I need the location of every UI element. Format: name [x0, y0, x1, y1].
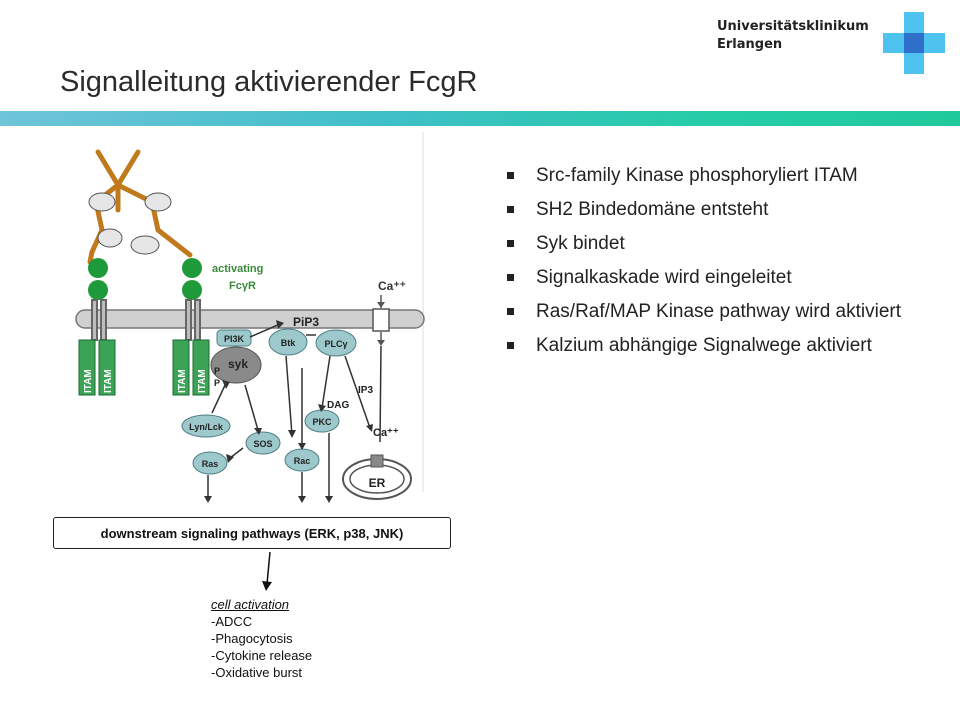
ras-node — [192, 451, 228, 475]
lynlck-label: Lyn/Lck — [189, 422, 224, 432]
bullet-item: Ras/Raf/MAP Kinase pathway wird aktivier… — [507, 299, 907, 324]
fcgr-signaling-diagram: activating FcγR ITAM ITAM ITAM ITAM Ca⁺⁺… — [75, 132, 425, 503]
bullet-marker — [507, 274, 514, 281]
dag-label: DAG — [327, 400, 349, 411]
itam-label: ITAM — [83, 369, 94, 393]
pi3k-label: PI3K — [224, 334, 245, 344]
activating-label: activating — [212, 263, 263, 275]
bullet-text: Kalzium abhängige Signalwege aktiviert — [536, 335, 872, 356]
pkc-label: PKC — [312, 417, 332, 427]
bullet-marker — [507, 240, 514, 247]
bullet-text: Syk bindet — [536, 233, 625, 254]
phospho-label: P — [214, 366, 220, 376]
syk-label: syk — [228, 357, 248, 371]
activation-item: -ADCC — [211, 614, 253, 629]
bullet-item: Kalzium abhängige Signalwege aktiviert — [507, 333, 907, 358]
down-arrow-icon — [262, 552, 272, 591]
logo-line-2: Erlangen — [717, 37, 783, 52]
bullet-item: SH2 Bindedomäne entsteht — [507, 197, 907, 222]
itam-label: ITAM — [177, 369, 188, 393]
bullet-text: Ras/Raf/MAP Kinase pathway wird aktivier… — [536, 301, 902, 322]
bullet-marker — [507, 308, 514, 315]
logo-line-1: Universitätsklinikum — [717, 19, 869, 34]
sos-node — [245, 431, 281, 455]
calcium-label-top: Ca⁺⁺ — [378, 279, 406, 293]
bullet-text: Signalkaskade wird eingeleitet — [536, 267, 792, 288]
fcgr-label: FcγR — [229, 280, 256, 292]
cell-activation-heading: cell activation — [211, 597, 290, 612]
receptor-domains — [88, 258, 202, 300]
calcium-label-er: Ca⁺⁺ — [373, 427, 399, 439]
title-accent-bar — [0, 111, 960, 126]
lynlck-node — [181, 414, 231, 438]
itam-label: ITAM — [103, 369, 114, 393]
signal-arrows — [207, 323, 382, 498]
antibody-shape — [87, 149, 193, 265]
pi3k-node — [216, 329, 252, 347]
itam-boxes: ITAM ITAM ITAM ITAM — [78, 339, 210, 396]
bullet-marker — [507, 342, 514, 349]
antigen-blobs — [88, 192, 172, 255]
bullet-text: Src-family Kinase phosphoryliert ITAM — [536, 165, 858, 186]
activation-item: -Phagocytosis — [211, 631, 293, 646]
sos-label: SOS — [253, 439, 272, 449]
slide-title: Signalleitung aktivierender FcgR — [60, 66, 478, 98]
phospho-label: P — [214, 378, 220, 388]
activation-item: -Cytokine release — [211, 648, 313, 663]
btk-label: Btk — [281, 338, 296, 348]
itam-label: ITAM — [197, 369, 208, 393]
plc-label: PLCγ — [324, 339, 347, 349]
ip3-label: IP3 — [358, 385, 373, 396]
ras-label: Ras — [202, 459, 219, 469]
syk-node — [210, 346, 262, 384]
pip3-label: PiP3 — [293, 315, 319, 329]
cell-activation-list: cell activation -ADCC -Phagocytosis -Cyt… — [211, 596, 312, 681]
bullet-item: Src-family Kinase phosphoryliert ITAM — [507, 163, 907, 188]
activation-item: -Oxidative burst — [211, 665, 303, 680]
calcium-channel — [372, 308, 390, 332]
downstream-label: downstream signaling pathways (ERK, p38,… — [100, 525, 404, 541]
bullet-marker — [507, 172, 514, 179]
bullet-text: SH2 Bindedomäne entsteht — [536, 199, 769, 220]
university-cross-logo — [883, 12, 945, 74]
btk-node — [268, 328, 308, 356]
logo-text: Universitätsklinikum Erlangen — [717, 18, 869, 54]
plc-node — [315, 329, 357, 357]
bullet-list: Src-family Kinase phosphoryliert ITAM SH… — [507, 163, 907, 367]
er-label: ER — [369, 476, 386, 490]
bullet-item: Signalkaskade wird eingeleitet — [507, 265, 907, 290]
bullet-marker — [507, 206, 514, 213]
downstream-pathways-box: downstream signaling pathways (ERK, p38,… — [53, 517, 451, 549]
cell-membrane — [75, 309, 425, 329]
rac-label: Rac — [294, 456, 311, 466]
bullet-item: Syk bindet — [507, 231, 907, 256]
